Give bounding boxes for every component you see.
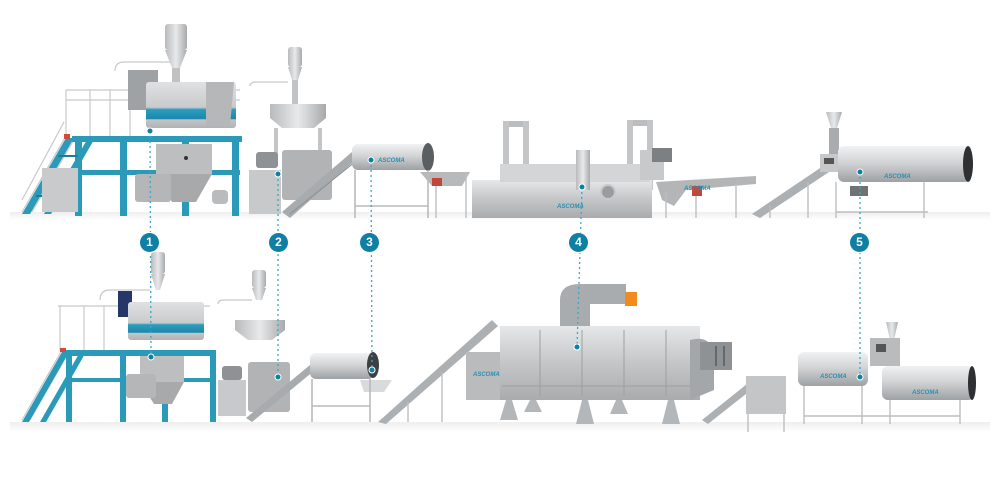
brand-logo: ASCOMA	[472, 372, 500, 378]
stage-badge-4: 4	[569, 233, 588, 252]
bottom-floor-shadow	[10, 422, 990, 432]
leader-line-3	[370, 159, 373, 371]
top-rotary-drum: ASCOMA	[352, 143, 470, 218]
leader-line-4	[576, 186, 583, 348]
top-incline-conveyor	[752, 160, 838, 218]
brand-logo: ASCOMA	[377, 158, 405, 164]
brand-logo: ASCOMA	[883, 174, 911, 180]
bottom-flavoring-system: ASCOMA ASCOMA	[702, 322, 976, 432]
bottom-production-line: ASCOMA ASCOMA ASCOMA	[10, 252, 990, 432]
top-flavoring-drum: ASCOMA	[820, 112, 973, 218]
brand-logo: ASCOMA	[911, 390, 939, 396]
brand-logo: ASCOMA	[556, 204, 584, 210]
top-extruder	[249, 47, 361, 218]
stage-badge-1: 1	[140, 233, 159, 252]
bottom-extruder	[217, 270, 315, 422]
bottom-mixer-platform	[21, 252, 216, 422]
leader-lines	[149, 130, 861, 377]
bottom-incline-conveyor	[378, 320, 498, 424]
brand-logo: ASCOMA	[819, 374, 847, 380]
stage-badge-5: 5	[850, 233, 869, 252]
stage-badge-3: 3	[360, 233, 379, 252]
bottom-oven-dryer: ASCOMA	[466, 284, 732, 424]
top-fryer: ASCOMA ASCOMA	[472, 120, 756, 218]
leader-dots	[146, 127, 864, 381]
top-mixer-platform	[21, 24, 242, 216]
brand-logo: ASCOMA	[683, 186, 711, 192]
top-production-line: ASCOMA ASCOMA ASCOMA	[10, 24, 990, 220]
stage-badge-2: 2	[269, 233, 288, 252]
